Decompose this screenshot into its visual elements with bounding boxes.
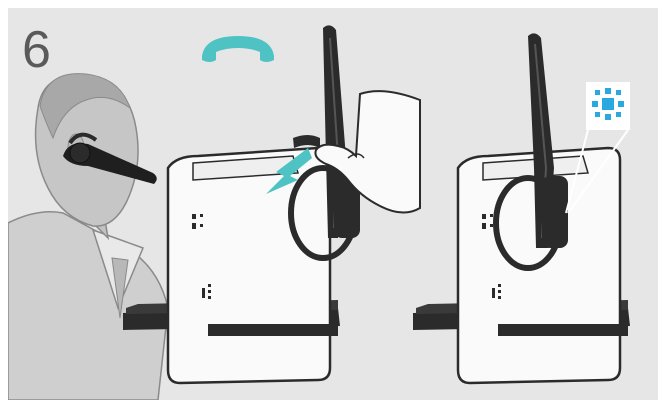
illustration-panel: 6	[8, 8, 658, 400]
handset-hang-up-icon	[202, 36, 274, 62]
illustration-canvas	[8, 8, 658, 400]
blue-led-icon	[592, 88, 624, 120]
person-figure	[8, 74, 168, 400]
